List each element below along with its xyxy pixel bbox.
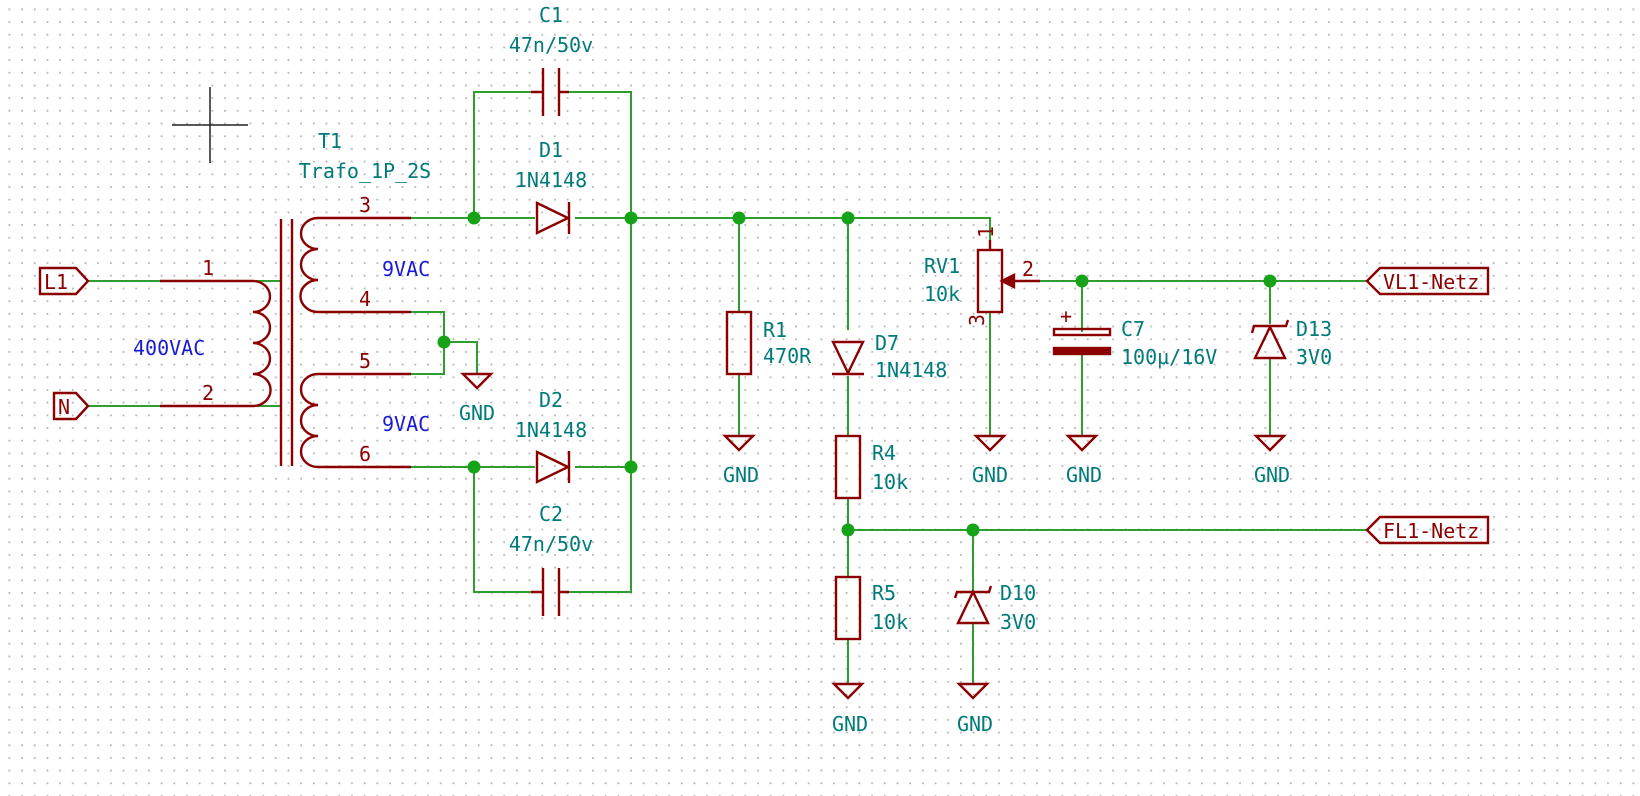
t1-ref: T1	[318, 129, 342, 153]
diode-d7[interactable]: D7 1N4148	[831, 331, 947, 382]
diode-d1[interactable]: D1 1N4148	[515, 138, 587, 235]
rv1-pin-2: 2	[1022, 257, 1034, 281]
port-fl1-netz[interactable]: FL1-Netz	[1365, 515, 1490, 545]
port-l1[interactable]: L1	[38, 266, 90, 296]
resistor-r4[interactable]: R4 10k	[834, 434, 908, 500]
c7-value: 100µ/16V	[1121, 345, 1217, 369]
d1-ref: D1	[539, 138, 563, 162]
wires	[88, 91, 1367, 684]
svg-text:GND: GND	[972, 463, 1008, 487]
t1-pin-6: 6	[359, 442, 371, 466]
c7-ref: C7	[1121, 317, 1145, 341]
port-vl1-netz[interactable]: VL1-Netz	[1365, 266, 1490, 296]
transformer-t1[interactable]: T1 Trafo_1P_2S 1 2 3 4 5 6	[160, 129, 431, 469]
zener-d13[interactable]: D13 3V0	[1250, 317, 1332, 369]
primary-voltage-note: 400VAC	[133, 336, 205, 360]
d7-value: 1N4148	[875, 358, 947, 382]
svg-text:N: N	[58, 395, 70, 419]
diode-d2[interactable]: D2 1N4148	[515, 388, 587, 484]
secondary-top-voltage-note: 9VAC	[382, 257, 430, 281]
r5-ref: R5	[872, 581, 896, 605]
c2-value: 47n/50v	[509, 532, 593, 556]
d2-ref: D2	[539, 388, 563, 412]
secondary-bottom-voltage-note: 9VAC	[382, 412, 430, 436]
svg-text:GND: GND	[723, 463, 759, 487]
rv1-value: 10k	[924, 282, 960, 306]
d2-value: 1N4148	[515, 418, 587, 442]
svg-text:GND: GND	[1254, 463, 1290, 487]
svg-text:GND: GND	[1066, 463, 1102, 487]
d13-value: 3V0	[1296, 345, 1332, 369]
r1-value: 470R	[763, 344, 812, 368]
rv1-pin-3: 3	[965, 314, 989, 326]
c1-value: 47n/50v	[509, 33, 593, 57]
gnd-symbol-rv1[interactable]: GND	[972, 434, 1008, 487]
r1-ref: R1	[763, 318, 787, 342]
svg-text:GND: GND	[957, 712, 993, 736]
junctions	[437, 211, 1277, 537]
svg-text:L1: L1	[44, 270, 68, 294]
t1-value: Trafo_1P_2S	[299, 159, 431, 183]
svg-text:VL1-Netz: VL1-Netz	[1383, 270, 1479, 294]
t1-pin-3: 3	[359, 193, 371, 217]
gnd-symbol-r5[interactable]: GND	[831, 682, 868, 736]
zener-d10[interactable]: D10 3V0	[953, 581, 1036, 634]
port-n[interactable]: N	[52, 391, 90, 421]
capacitor-c1[interactable]: C1 47n/50v	[509, 3, 593, 116]
svg-text:GND: GND	[832, 712, 868, 736]
d1-value: 1N4148	[515, 168, 587, 192]
t1-pin-4: 4	[359, 287, 371, 311]
gnd-symbol-c7[interactable]: GND	[1065, 434, 1102, 487]
rv1-pin-1: 1	[974, 226, 998, 238]
svg-text:FL1-Netz: FL1-Netz	[1383, 519, 1479, 543]
c7-polarity: +	[1060, 304, 1072, 328]
gnd-symbol-center-tap[interactable]: GND	[459, 372, 495, 425]
resistor-r5[interactable]: R5 10k	[834, 575, 908, 641]
potentiometer-rv1[interactable]: RV1 10k 2 1 3	[924, 226, 1040, 326]
gnd-symbol-d10[interactable]: GND	[956, 682, 993, 736]
c1-ref: C1	[539, 3, 563, 27]
d10-value: 3V0	[1000, 610, 1036, 634]
c2-ref: C2	[539, 502, 563, 526]
crosshair-cursor	[172, 87, 248, 163]
t1-pin-5: 5	[359, 349, 371, 373]
resistor-r1[interactable]: R1 470R	[725, 310, 812, 376]
r4-ref: R4	[872, 441, 896, 465]
svg-text:GND: GND	[459, 401, 495, 425]
r5-value: 10k	[872, 610, 908, 634]
d10-ref: D10	[1000, 581, 1036, 605]
d13-ref: D13	[1296, 317, 1332, 341]
capacitor-c7[interactable]: + C7 100µ/16V	[1052, 304, 1217, 369]
gnd-symbol-r1[interactable]: GND	[722, 434, 759, 487]
rv1-ref: RV1	[924, 254, 960, 278]
t1-pin-1: 1	[202, 256, 214, 280]
capacitor-c2[interactable]: C2 47n/50v	[509, 502, 593, 616]
d7-ref: D7	[875, 331, 899, 355]
t1-pin-2: 2	[202, 381, 214, 405]
gnd-symbol-d13[interactable]: GND	[1253, 434, 1290, 487]
r4-value: 10k	[872, 470, 908, 494]
